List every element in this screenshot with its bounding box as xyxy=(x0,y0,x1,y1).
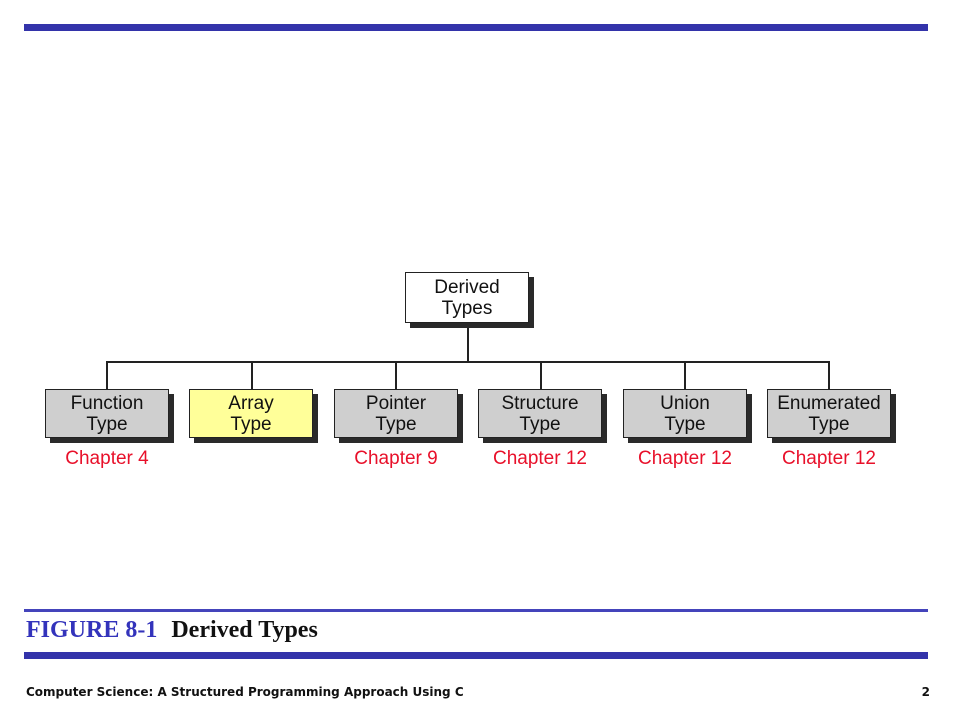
node-label: Pointer Type xyxy=(365,392,427,435)
chapter-reference: Chapter 12 xyxy=(492,448,587,469)
connector-drop xyxy=(828,361,830,389)
connector-drop xyxy=(540,361,542,389)
node-label: Union Type xyxy=(660,392,710,435)
top-rule xyxy=(24,24,928,31)
node-array-type: Array Type xyxy=(189,389,313,438)
root-node-derived-types: Derived Types xyxy=(405,272,529,323)
connector-horizontal xyxy=(106,361,829,363)
connector-drop xyxy=(684,361,686,389)
node-pointer-type: Pointer Type xyxy=(334,389,458,438)
node-label: Enumerated Type xyxy=(777,392,881,435)
chapter-reference: Chapter 12 xyxy=(637,448,732,469)
figure-caption: FIGURE 8-1 Derived Types xyxy=(26,617,318,644)
page-number: 2 xyxy=(921,685,930,699)
node-label: Function Type xyxy=(70,392,144,435)
connector-drop xyxy=(395,361,397,389)
connector-root xyxy=(467,323,469,362)
connector-drop xyxy=(106,361,108,389)
chapter-reference: Chapter 9 xyxy=(354,448,438,469)
node-label: Structure Type xyxy=(501,392,579,435)
chapter-reference: Chapter 4 xyxy=(65,448,149,469)
figure-number: FIGURE 8-1 xyxy=(26,617,158,643)
connector-drop xyxy=(251,361,253,389)
footer-book-title: Computer Science: A Structured Programmi… xyxy=(26,685,464,699)
node-union-type: Union Type xyxy=(623,389,747,438)
node-enumerated-type: Enumerated Type xyxy=(767,389,891,438)
caption-top-rule xyxy=(24,609,928,612)
figure-title: Derived Types xyxy=(171,617,318,643)
chapter-reference: Chapter 12 xyxy=(781,448,876,469)
root-node-label: Derived Types xyxy=(434,276,500,319)
caption-bottom-rule xyxy=(24,652,928,659)
node-label: Array Type xyxy=(228,392,274,435)
node-structure-type: Structure Type xyxy=(478,389,602,438)
node-function-type: Function Type xyxy=(45,389,169,438)
